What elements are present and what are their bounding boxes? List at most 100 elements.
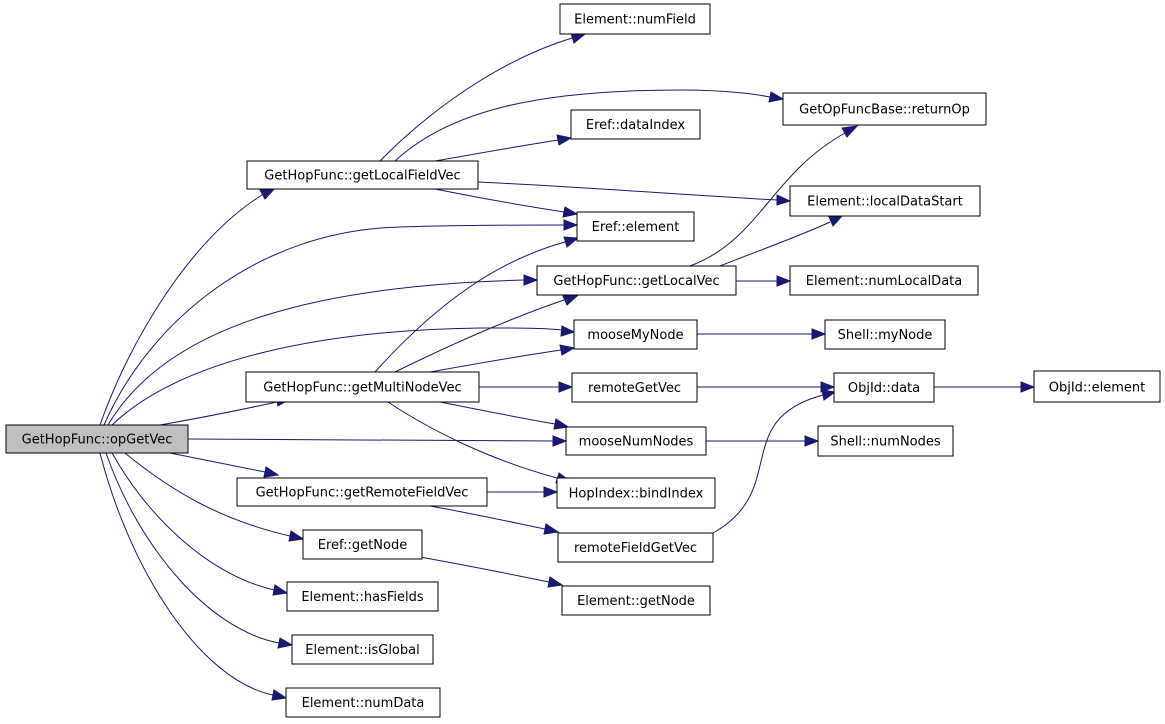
edge-getremotefieldvec-remotefieldgetvec: [429, 505, 560, 535]
edge-getmultinodevec-moosenumnodes: [429, 399, 570, 430]
edge-getlocalfieldvec-returnop: [394, 89, 785, 162]
node-label: ObjId::element: [1049, 381, 1146, 396]
node-eref-dataindex[interactable]: Eref::dataIndex: [570, 109, 701, 140]
node-label: remoteFieldGetVec: [574, 541, 697, 556]
node-element-numdata[interactable]: Element::numData: [285, 687, 441, 718]
edge-getlocalvec-localdatastart: [719, 215, 844, 267]
node-element-getnode[interactable]: Element::getNode: [561, 585, 711, 616]
node-box: [236, 477, 488, 507]
edge-getmultinodevec-eref-element: [374, 236, 580, 373]
node-box: [833, 372, 935, 403]
edge-getmultinodevec-moosemynode: [429, 344, 576, 373]
edge-eref-getnode-element-getnode: [419, 556, 564, 588]
node-label: remoteGetVec: [588, 381, 681, 396]
node-label: GetHopFunc::getLocalVec: [553, 274, 719, 289]
node-label: Element::hasFields: [301, 590, 424, 605]
node-bindindex[interactable]: HopIndex::bindIndex: [556, 477, 716, 509]
edge-remotegetvec-objid-data: [696, 381, 836, 393]
node-box: [559, 3, 711, 35]
node-getremotefieldvec[interactable]: GetHopFunc::getRemoteFieldVec: [236, 477, 488, 507]
node-box: [1033, 370, 1161, 403]
edge-getmultinodevec-remotegetvec: [478, 381, 574, 393]
node-opgetvec[interactable]: GetHopFunc::opGetVec: [5, 424, 189, 454]
edge-opgetvec-moosenumnodes: [187, 435, 568, 447]
node-getmultinodevec[interactable]: GetHopFunc::getMultiNodeVec: [245, 371, 480, 403]
node-label: GetHopFunc::getLocalFieldVec: [264, 169, 460, 184]
edge-moosenumnodes-shell-numnodes: [706, 435, 820, 447]
node-box: [576, 211, 695, 242]
node-label: Element::localDataStart: [807, 195, 963, 210]
node-box: [789, 265, 979, 296]
node-label: Element::numLocalData: [806, 274, 962, 289]
node-objid-data[interactable]: ObjId::data: [833, 372, 935, 403]
node-label: Element::numField: [574, 13, 696, 28]
edge-opgetvec-eref-getnode: [124, 452, 305, 542]
edge-opgetvec-moosemynode: [111, 325, 576, 426]
node-box: [570, 109, 701, 140]
node-label: GetHopFunc::opGetVec: [22, 433, 173, 448]
node-eref-getnode[interactable]: Eref::getNode: [302, 529, 423, 560]
node-box: [5, 424, 189, 454]
node-label: Element::numData: [302, 696, 425, 711]
node-getlocalfieldvec[interactable]: GetHopFunc::getLocalFieldVec: [246, 160, 479, 190]
node-shell-mynode[interactable]: Shell::myNode: [824, 319, 946, 350]
node-label: Eref::dataIndex: [586, 118, 686, 133]
node-box: [557, 532, 714, 563]
edge-opgetvec-isglobal: [105, 452, 294, 649]
node-label: Element::getNode: [577, 594, 695, 609]
edge-getlocalvec-returnop: [689, 125, 859, 267]
edge-moosemynode-shell-mynode: [697, 328, 827, 340]
node-box: [245, 371, 480, 403]
node-label: GetHopFunc::getRemoteFieldVec: [256, 486, 469, 501]
node-eref-element[interactable]: Eref::element: [576, 211, 695, 242]
node-remotefieldgetvec[interactable]: remoteFieldGetVec: [557, 532, 714, 563]
edge-opgetvec-hasfields: [111, 452, 289, 596]
node-label: ObjId::data: [848, 381, 920, 396]
node-label: Eref::element: [592, 220, 680, 235]
node-box: [573, 319, 698, 350]
node-box: [565, 426, 707, 456]
edge-remotefieldgetvec-objid-data: [712, 389, 837, 534]
node-element-hasfields[interactable]: Element::hasFields: [286, 581, 439, 612]
edge-objid-data-objid-element: [933, 381, 1036, 393]
node-label: GetOpFuncBase::returnOp: [799, 103, 970, 118]
node-box: [536, 265, 737, 296]
edge-getlocalvec-numlocaldata: [736, 275, 792, 287]
edge-getlocalfieldvec-dataindex: [434, 134, 573, 162]
node-box: [824, 319, 946, 350]
node-box: [561, 585, 711, 616]
edge-getmultinodevec-getlocalvec: [394, 295, 579, 373]
node-shell-numnodes[interactable]: Shell::numNodes: [817, 425, 954, 457]
node-localdatastart[interactable]: Element::localDataStart: [789, 185, 981, 217]
node-label: HopIndex::bindIndex: [569, 487, 704, 502]
edge-getremotefieldvec-bindindex: [486, 486, 559, 498]
node-box: [286, 581, 439, 612]
node-box: [817, 425, 954, 457]
node-label: GetHopFunc::getMultiNodeVec: [263, 381, 461, 396]
node-element-isglobal[interactable]: Element::isGlobal: [291, 634, 434, 665]
node-objid-element[interactable]: ObjId::element: [1033, 370, 1161, 403]
node-numlocaldata[interactable]: Element::numLocalData: [789, 265, 979, 296]
edge-getmultinodevec-bindindex: [387, 401, 572, 484]
node-label: Shell::myNode: [838, 328, 933, 343]
edge-getlocalfieldvec-localdatastart: [477, 181, 792, 206]
node-remotegetvec[interactable]: remoteGetVec: [571, 372, 698, 403]
edge-opgetvec-numdata: [99, 452, 288, 701]
node-element-numfield[interactable]: Element::numField: [559, 3, 711, 35]
edge-opgetvec-getremotefieldvec: [169, 452, 280, 478]
node-label: Eref::getNode: [318, 538, 407, 553]
node-getlocalvec[interactable]: GetHopFunc::getLocalVec: [536, 265, 737, 296]
node-box: [285, 687, 441, 718]
node-moosemynode[interactable]: mooseMyNode: [573, 319, 698, 350]
node-label: mooseNumNodes: [579, 435, 694, 450]
node-returnop[interactable]: GetOpFuncBase::returnOp: [782, 92, 987, 126]
node-box: [556, 477, 716, 509]
node-box: [246, 160, 479, 190]
node-label: Element::isGlobal: [305, 643, 419, 658]
edge-opgetvec-getlocalvec: [107, 274, 539, 426]
node-label: Shell::numNodes: [830, 435, 941, 450]
edge-getlocalfieldvec-eref-element: [434, 188, 579, 218]
node-label: mooseMyNode: [587, 328, 683, 343]
node-moosenumnodes[interactable]: mooseNumNodes: [565, 426, 707, 456]
